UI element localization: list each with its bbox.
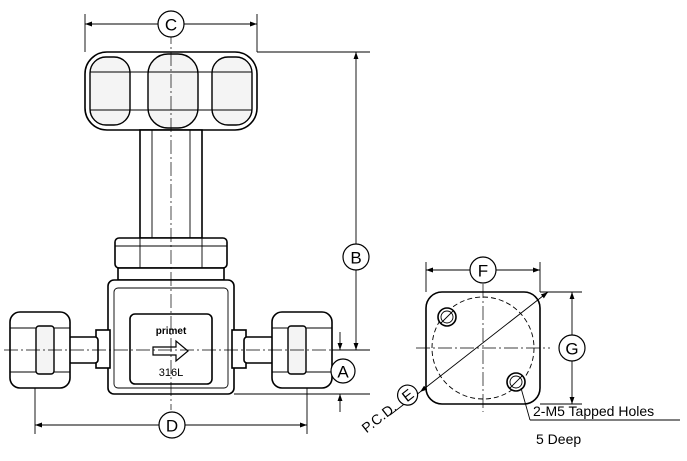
dimension-f: F xyxy=(425,256,541,292)
dimension-g: G xyxy=(540,291,586,405)
dimension-c: C xyxy=(84,10,258,52)
dimension-d-label: D xyxy=(166,417,178,436)
front-view: primet 316L xyxy=(4,30,340,410)
brand-label: primet xyxy=(156,326,187,337)
dimension-d: D xyxy=(34,388,308,439)
hole-note-line1: 2-M5 Tapped Holes xyxy=(533,403,654,419)
dimension-a-label: A xyxy=(337,363,349,382)
hole-note-line2: 5 Deep xyxy=(536,431,581,447)
pcd-prefix: P.C.D. xyxy=(359,399,400,436)
pcd-label: P.C.D. E xyxy=(359,384,419,436)
dimension-b: B xyxy=(257,51,370,351)
bottom-view: P.C.D. E xyxy=(359,284,550,436)
dimension-b-label: B xyxy=(350,249,361,268)
hole-note: 2-M5 Tapped Holes 5 Deep xyxy=(520,387,680,447)
right-arrow-icon xyxy=(152,339,189,363)
dimension-g-label: G xyxy=(565,340,578,359)
tapped-hole-upper-left xyxy=(437,307,457,327)
tapped-hole-lower-right xyxy=(506,372,526,392)
valve-body: primet 316L xyxy=(107,279,235,395)
dimension-c-label: C xyxy=(165,16,177,35)
dimension-a: A xyxy=(234,332,370,412)
dimension-f-label: F xyxy=(478,262,488,281)
handle-knob xyxy=(84,51,258,131)
